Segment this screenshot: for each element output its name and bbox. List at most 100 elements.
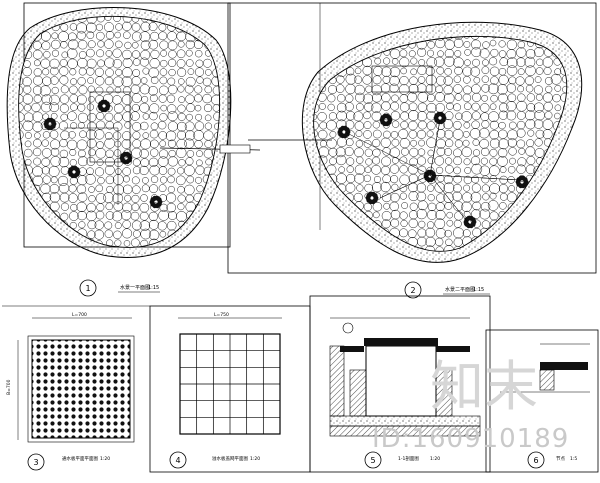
pebble xyxy=(212,211,220,223)
pebble xyxy=(104,22,114,33)
pebble xyxy=(185,157,194,166)
pebble xyxy=(96,49,105,58)
pebble xyxy=(479,208,491,220)
pebble xyxy=(363,111,371,120)
pebble xyxy=(444,56,455,67)
pebble xyxy=(104,76,114,86)
pebble xyxy=(534,76,542,83)
pebble xyxy=(177,248,184,255)
pebble xyxy=(32,85,43,95)
pebble xyxy=(96,120,106,130)
pebble xyxy=(435,237,444,247)
pebble xyxy=(139,148,149,159)
pebble xyxy=(139,220,151,231)
pebble xyxy=(193,229,204,240)
pebble xyxy=(383,23,390,30)
pebble xyxy=(392,23,400,31)
pebble xyxy=(121,94,133,105)
pebble xyxy=(445,165,454,174)
pebble xyxy=(389,147,400,158)
pebble xyxy=(517,230,525,238)
pebble xyxy=(462,139,470,147)
pebble xyxy=(444,157,453,165)
pebble xyxy=(177,40,185,48)
pebble xyxy=(525,119,536,130)
pebble xyxy=(471,102,480,111)
pebble xyxy=(122,167,131,176)
pebble xyxy=(150,148,159,157)
pebble xyxy=(167,175,175,184)
pebble xyxy=(299,22,309,32)
pebble xyxy=(381,264,391,274)
pebble xyxy=(410,139,417,147)
pebble xyxy=(489,192,497,200)
pebble xyxy=(399,184,408,193)
pebble xyxy=(139,165,149,176)
pebble xyxy=(506,192,517,203)
pebble xyxy=(481,175,490,184)
pebble xyxy=(148,211,159,221)
pebble xyxy=(149,165,160,176)
pebble xyxy=(507,93,517,103)
pebble xyxy=(301,165,309,173)
plant-symbol xyxy=(156,197,162,203)
pebble xyxy=(400,257,408,265)
pebble xyxy=(399,192,407,200)
pebble xyxy=(165,130,177,142)
pebble xyxy=(344,102,354,112)
pebble xyxy=(131,238,140,248)
pebble xyxy=(562,237,567,246)
pebble xyxy=(142,113,150,120)
pebble xyxy=(177,104,186,113)
pebble xyxy=(481,75,489,83)
pebble xyxy=(445,139,454,148)
pebble xyxy=(185,39,195,49)
pebble xyxy=(444,202,453,210)
pebble xyxy=(472,58,480,67)
pebble xyxy=(177,203,185,211)
pebble xyxy=(562,203,567,211)
pebble xyxy=(480,112,490,122)
pebble xyxy=(389,83,399,93)
pebble xyxy=(194,104,202,112)
pebble xyxy=(67,111,77,121)
pebble xyxy=(33,94,42,103)
pebble xyxy=(213,230,220,240)
pebble xyxy=(471,39,481,50)
pebble xyxy=(42,68,50,76)
pebble xyxy=(121,139,132,149)
pebble xyxy=(534,199,546,211)
pebble xyxy=(524,110,536,121)
pebble xyxy=(114,86,122,94)
pebble xyxy=(506,65,518,76)
pebble xyxy=(18,85,24,96)
pebble xyxy=(203,246,214,248)
pebble xyxy=(158,31,168,41)
pebble xyxy=(525,65,536,77)
pebble xyxy=(60,202,70,211)
pebble xyxy=(499,247,509,252)
pebble xyxy=(131,41,139,49)
pebble xyxy=(472,227,482,238)
pebble xyxy=(327,94,336,103)
pebble xyxy=(213,221,220,230)
pebble xyxy=(417,47,427,57)
pebble xyxy=(534,138,543,147)
pebble xyxy=(105,68,114,77)
pebble xyxy=(40,183,51,194)
pebble xyxy=(159,113,168,122)
pebble xyxy=(380,83,391,93)
pebble xyxy=(356,266,364,274)
pebble xyxy=(301,175,307,181)
pebble xyxy=(444,48,454,59)
pebble xyxy=(544,111,553,120)
pebble xyxy=(426,102,437,113)
pebble xyxy=(436,129,446,139)
pebble xyxy=(561,209,567,220)
pebble xyxy=(365,158,373,166)
pebble xyxy=(130,211,140,221)
pebble xyxy=(96,112,105,121)
pebble xyxy=(76,30,86,40)
view5-title: 1-1剖面图 xyxy=(398,455,419,462)
pebble xyxy=(481,36,489,38)
